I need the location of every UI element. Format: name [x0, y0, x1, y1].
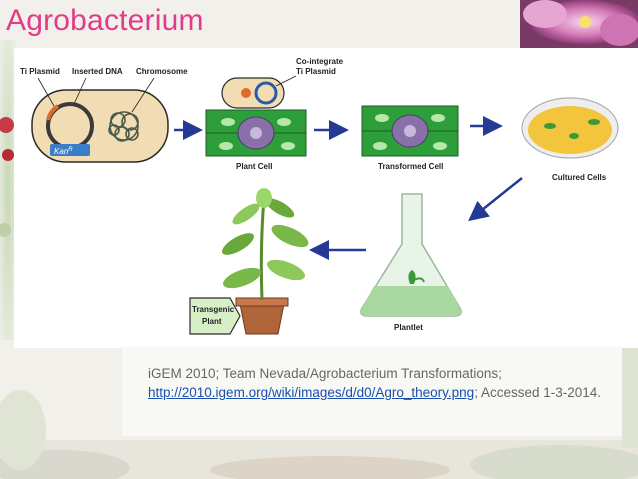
label-kan: KanR [54, 147, 73, 156]
citation-caption: iGEM 2010; Team Nevada/Agrobacterium Tra… [122, 346, 622, 436]
culture-dish [521, 97, 619, 159]
label-plant: Plant [202, 317, 222, 326]
citation-text: iGEM 2010; Team Nevada/Agrobacterium Tra… [148, 364, 618, 402]
label-co-integrate: Co-integrate [296, 57, 344, 66]
label-ti-plasmid: Ti Plasmid [20, 67, 60, 76]
agrobacterium-diagram: Ti Plasmid Inserted DNA Chromosome KanR [14, 48, 638, 348]
citation-link[interactable]: http://2010.igem.org/wiki/images/d/d0/Ag… [148, 385, 475, 400]
slide-title: Agrobacterium [6, 4, 204, 37]
plant-cell-group [205, 77, 307, 157]
label-chromosome: Chromosome [136, 67, 188, 76]
citation-accessed: ; Accessed 1-3-2014. [474, 385, 602, 400]
transformed-cell [361, 105, 459, 157]
citation-source: iGEM 2010; Team Nevada/Agrobacterium Tra… [148, 366, 502, 381]
label-cultured-cells: Cultured Cells [552, 173, 607, 182]
label-inserted-dna: Inserted DNA [72, 67, 123, 76]
label-plantlet: Plantlet [394, 323, 423, 332]
label-co-integrate-ti: Ti Plasmid [296, 67, 336, 76]
transgenic-plant [222, 188, 309, 335]
arrow-4 [468, 177, 523, 222]
label-transgenic: Transgenic [192, 305, 235, 314]
bacterium [31, 89, 169, 163]
label-plant-cell: Plant Cell [236, 162, 272, 171]
flask [360, 193, 462, 317]
transgenic-label-sign [189, 297, 241, 335]
chromosome-coil [108, 111, 139, 142]
label-transformed-cell: Transformed Cell [378, 162, 443, 171]
